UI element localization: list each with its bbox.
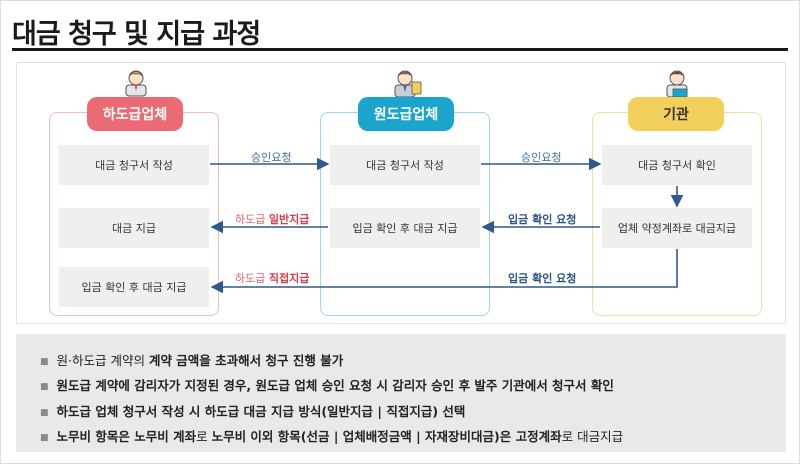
step-agency-pay-account: 업체 약정계좌로 대금지급 xyxy=(602,208,752,248)
prime-contractor-person-icon xyxy=(394,70,422,98)
label-general-payment: 하도급 일반지급 xyxy=(235,213,310,226)
label-approval-request-1: 승인요청 xyxy=(251,151,292,164)
step-agency-check-invoice: 대금 청구서 확인 xyxy=(602,145,752,185)
step-prime-confirm-pay: 입금 확인 후 대금 지급 xyxy=(330,208,480,248)
note-4: ■노무비 항목은 노무비 계좌로 노무비 이외 항목(선금 | 업체배정금액 |… xyxy=(40,429,624,444)
step-sub-write-invoice: 대금 청구서 작성 xyxy=(59,145,209,185)
agency-header: 기관 xyxy=(628,97,724,131)
notes-panel xyxy=(16,334,786,452)
label-direct-payment: 하도급 직접지급 xyxy=(235,272,310,285)
page-title: 대금 청구 및 지급 과정 xyxy=(12,19,261,50)
prime-contractor-header: 원도급업체 xyxy=(358,97,454,131)
subcontractor-person-icon xyxy=(125,70,147,97)
note-3: ■하도급 업체 청구서 작성 시 하도급 대금 지급 방식(일반지급 | 직접지… xyxy=(40,404,466,419)
step-sub-pay: 대금 지급 xyxy=(59,208,209,248)
bullet-icon: ■ xyxy=(40,357,49,367)
label-approval-request-2: 승인요청 xyxy=(521,151,562,164)
bullet-icon: ■ xyxy=(40,408,49,418)
bullet-icon: ■ xyxy=(40,433,49,443)
note-1: ■원·하도급 계약의 계약 금액을 초과해서 청구 진행 불가 xyxy=(40,353,344,368)
step-sub-confirm-pay: 입금 확인 후 대금 지급 xyxy=(59,267,209,307)
agency-person-icon xyxy=(666,70,688,98)
note-2: ■원도급 계약에 감리자가 지정된 경우, 원도급 업체 승인 요청 시 감리자… xyxy=(40,378,614,393)
arrow-agency-to-sub-direct xyxy=(210,249,678,294)
label-deposit-confirm-request-2: 입금 확인 요청 xyxy=(508,272,577,285)
bullet-icon: ■ xyxy=(40,382,49,392)
title-underline xyxy=(12,48,788,51)
label-deposit-confirm-request-1: 입금 확인 요청 xyxy=(508,213,577,226)
step-prime-write-invoice: 대금 청구서 작성 xyxy=(330,145,480,185)
subcontractor-header: 하도급업체 xyxy=(87,97,183,131)
